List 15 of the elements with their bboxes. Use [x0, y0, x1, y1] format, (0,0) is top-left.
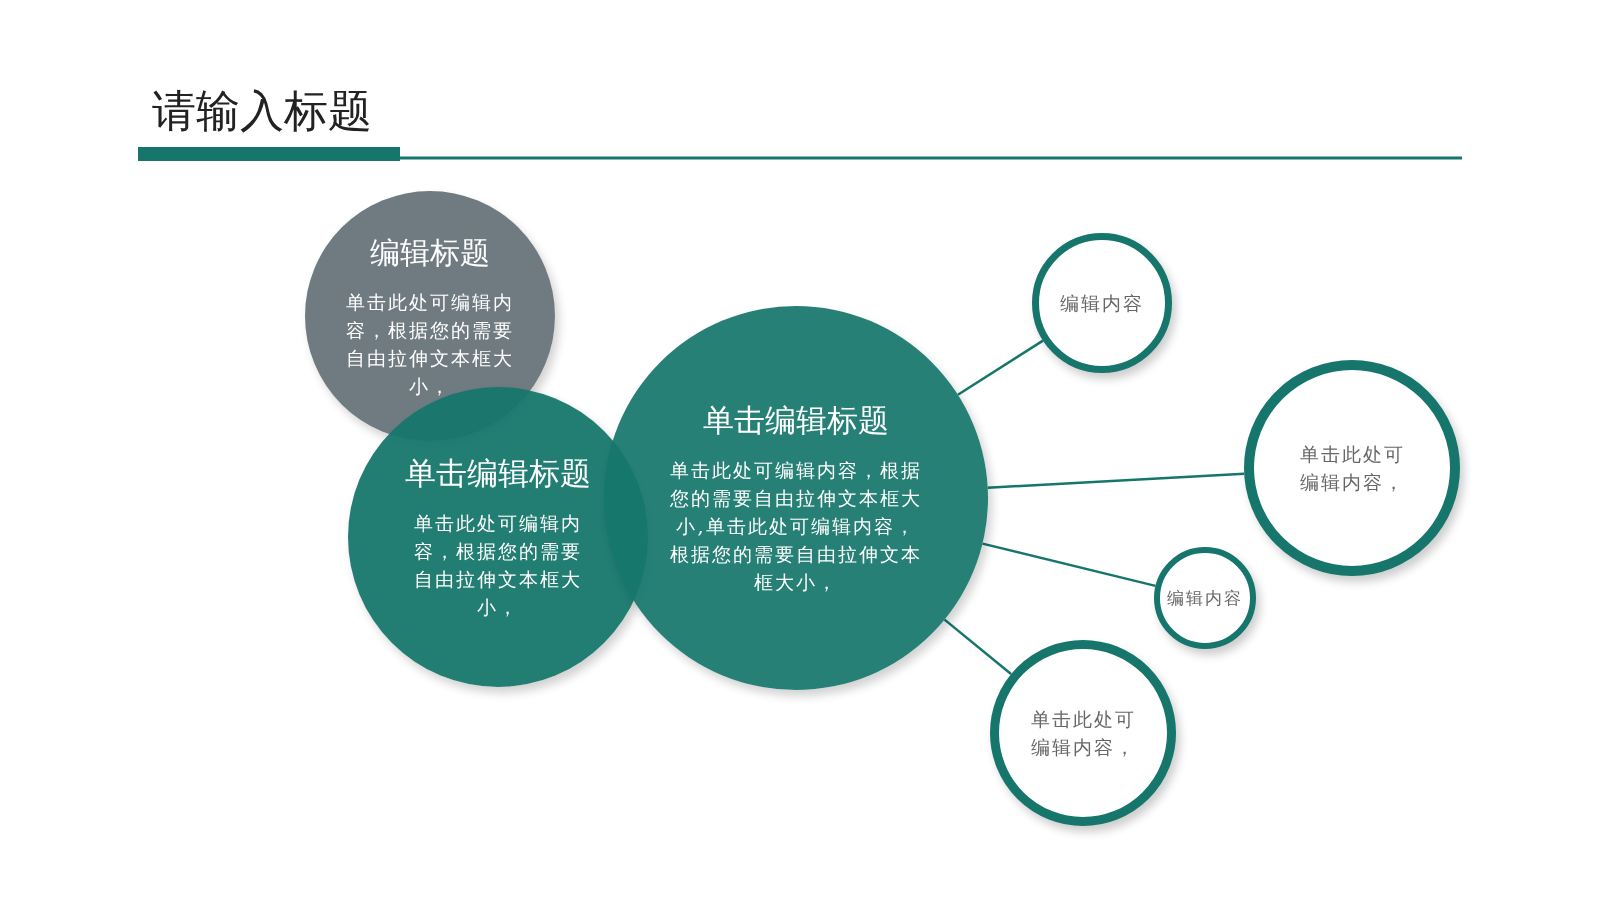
circle-text: 单击此处可编辑内容， — [1298, 442, 1406, 495]
circle-text: 单击此处可编辑内容，根据您的需要自由拉伸文本框大小， — [345, 289, 515, 399]
connector-line — [943, 618, 1012, 676]
connector-line — [987, 472, 1245, 489]
slide-title: 请输入标题 — [152, 84, 372, 138]
circle-heading: 单击编辑标题 — [703, 401, 889, 440]
circle-text: 单击此处可编辑内容，根据您的需要自由拉伸文本框大小,单击此处可编辑内容，根据您的需要自由拉伸文本框大小， — [669, 458, 923, 595]
circle-text: 单击此处可编辑内容，根据您的需要自由拉伸文本框大小， — [413, 511, 583, 620]
circle-heading: 编辑标题 — [370, 233, 490, 272]
circle-text: 编辑内容 — [1059, 291, 1145, 316]
circle-text: 单击此处可编辑内容， — [1029, 707, 1137, 760]
circle-heading: 单击编辑标题 — [405, 454, 591, 493]
connector-line — [982, 542, 1156, 588]
connector-line — [957, 339, 1044, 396]
circle-text: 编辑内容 — [1166, 587, 1244, 610]
